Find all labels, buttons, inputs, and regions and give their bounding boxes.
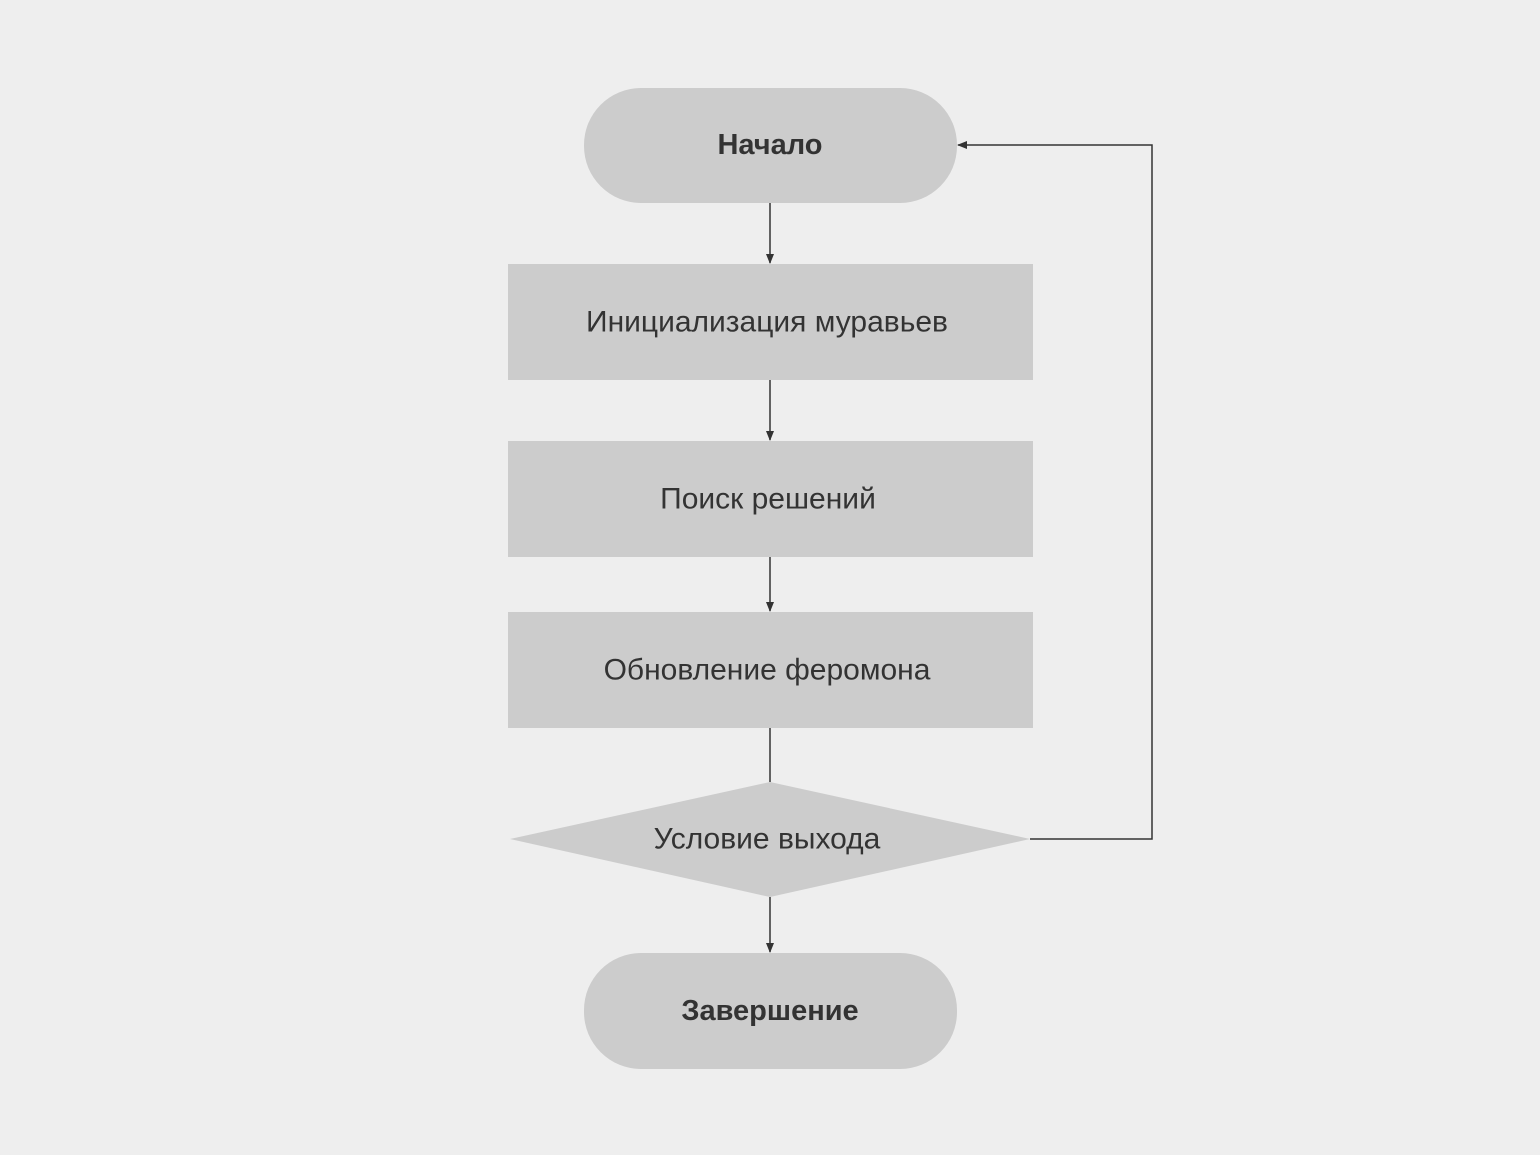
terminal-shape <box>584 953 957 1069</box>
node-start-label: Начало <box>717 129 822 161</box>
node-start: Начало <box>584 88 957 203</box>
terminal-shape <box>584 88 957 203</box>
node-update: Обновление феромона <box>508 612 1033 728</box>
edge-condition-start-loop <box>957 141 1153 840</box>
process-shape <box>508 612 1033 728</box>
node-search-label: Поиск решений <box>660 483 876 516</box>
process-shape <box>508 264 1033 380</box>
node-end-label: Завершение <box>681 995 858 1027</box>
decision-shape <box>510 782 1030 897</box>
node-condition: Условие выхода <box>510 782 1030 897</box>
process-shape <box>508 441 1033 557</box>
node-init: Инициализация муравьев <box>508 264 1033 380</box>
node-condition-label: Условие выхода <box>654 823 881 856</box>
node-update-label: Обновление феромона <box>604 654 931 687</box>
node-end: Завершение <box>584 953 957 1069</box>
node-search: Поиск решений <box>508 441 1033 557</box>
node-init-label: Инициализация муравьев <box>586 306 948 339</box>
